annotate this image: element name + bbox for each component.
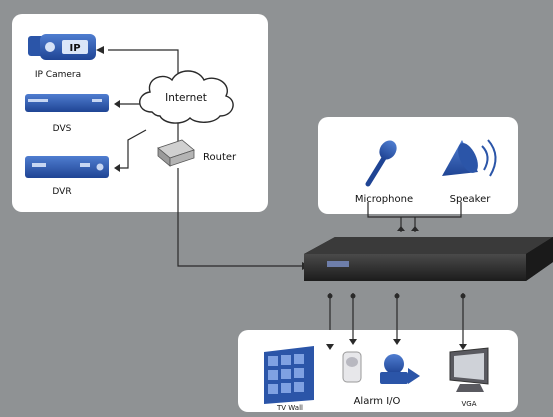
ip-camera-label: IP Camera <box>35 70 81 80</box>
internet-label: Internet <box>165 92 207 104</box>
dvr-label: DVR <box>52 187 71 197</box>
audio-panel <box>318 117 518 214</box>
router-icon <box>157 139 195 167</box>
microphone-label: Microphone <box>355 194 413 205</box>
alarm-io-label: Alarm I/O <box>354 396 401 407</box>
alarm-output-icon <box>380 354 420 384</box>
vga-monitor-icon <box>449 347 489 392</box>
microphone-icon <box>365 140 397 187</box>
ip-camera-icon: IP <box>28 34 96 60</box>
router-nvr-line <box>177 168 302 267</box>
dvr-internet-line <box>117 129 147 169</box>
dvs-label: DVS <box>53 124 72 134</box>
tv-wall-label: TV Wall <box>276 404 303 412</box>
internet-cloud-icon <box>139 70 234 124</box>
tv-wall-icon <box>264 346 314 404</box>
nvr-device-icon <box>304 237 553 281</box>
ip-camera-badge: IP <box>69 43 80 54</box>
connection-lines <box>108 49 464 345</box>
alarm-sensor-icon <box>342 351 362 383</box>
router-label: Router <box>203 152 237 163</box>
camera-internet-line <box>108 49 179 78</box>
speaker-icon <box>442 139 497 177</box>
speaker-label: Speaker <box>450 194 492 205</box>
vga-label: VGA <box>461 400 476 408</box>
dvr-icon <box>25 156 109 178</box>
dvs-icon <box>25 94 109 112</box>
